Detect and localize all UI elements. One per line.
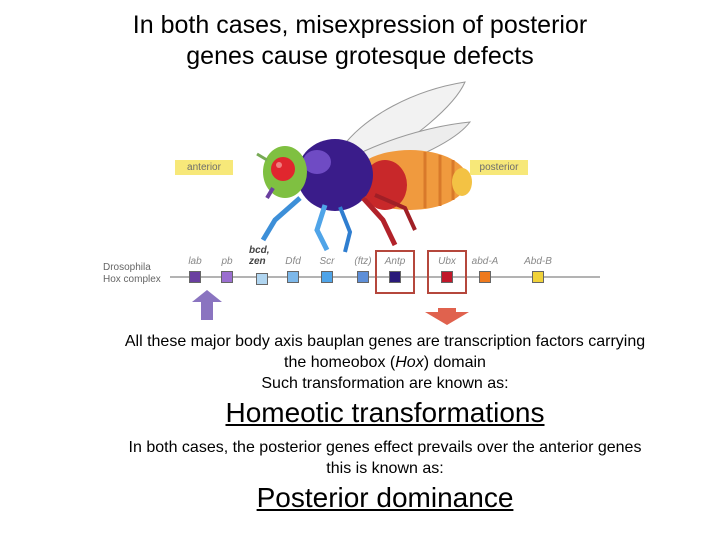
- gene-box-ftz: [357, 271, 369, 283]
- hox-figure: anterior posterior Drosophila Hox comple…: [95, 80, 605, 325]
- hox-term: Hox: [395, 354, 424, 371]
- fly-eye: [271, 157, 295, 181]
- fly-eye-shine: [276, 162, 282, 168]
- posterior-dominance-term: Posterior dominance: [256, 482, 514, 513]
- drosophila-label: Drosophila: [103, 262, 151, 273]
- fly-leg-front: [260, 196, 302, 242]
- description-line-2: the homeobox (Hox) domain: [60, 352, 710, 373]
- gene-box-abd-a: [479, 271, 491, 283]
- fly-antenna: [256, 152, 268, 162]
- gene-box-antp: [389, 271, 401, 283]
- gene-box-abd-b: [532, 271, 544, 283]
- fly-mouthpart: [265, 186, 275, 200]
- gene-label-ubx: Ubx: [438, 256, 456, 267]
- dominance-line-2: this is known as:: [326, 460, 444, 477]
- posterior-label: posterior: [470, 160, 528, 175]
- gene-box-dfd: [287, 271, 299, 283]
- title-line-2: genes cause grotesque defects: [186, 42, 534, 70]
- homeobox-prefix: the homeobox (: [284, 354, 396, 371]
- gene-box-scr: [321, 271, 333, 283]
- fly-leg-hind: [361, 196, 398, 247]
- gene-box-ubx: [441, 271, 453, 283]
- gene-box-lab: [189, 271, 201, 283]
- abdomen-tip: [452, 168, 472, 196]
- dominance-description: In both cases, the posterior genes effec…: [60, 437, 710, 479]
- gene-label-bcd-zen: bcd, zen: [249, 245, 270, 267]
- down-arrow: [425, 308, 469, 325]
- hox-complex-label: Drosophila Hox complex: [103, 262, 161, 286]
- fly-thorax-highlight: [303, 150, 331, 174]
- homeotic-transformations-term: Homeotic transformations: [225, 397, 545, 428]
- gene-box-pb: [221, 271, 233, 283]
- gene-label-ftz: (ftz): [354, 256, 372, 267]
- fly-leg-hind2: [374, 193, 417, 231]
- up-arrow: [192, 290, 222, 320]
- hox-complex-text: Hox complex: [103, 274, 161, 285]
- highlight-box-antp: [375, 250, 415, 294]
- description-block: All these major body axis bauplan genes …: [60, 331, 710, 394]
- anterior-label: anterior: [175, 160, 233, 175]
- fly-thorax: [297, 139, 373, 211]
- gene-label-antp: Antp: [384, 256, 406, 267]
- title-line-1: In both cases, misexpression of posterio…: [132, 11, 588, 39]
- description-line-1: All these major body axis bauplan genes …: [124, 333, 646, 350]
- gene-label-abd-b: Abd-B: [524, 256, 552, 267]
- homeobox-suffix: ) domain: [423, 354, 486, 371]
- highlight-box-ubx: [427, 250, 467, 294]
- dominance-line-1: In both cases, the posterior genes effec…: [128, 439, 642, 456]
- fly-leg-mid: [314, 204, 330, 252]
- abdomen-red: [363, 160, 407, 210]
- slide-title: In both cases, misexpression of posterio…: [60, 10, 660, 72]
- gene-label-pb: pb: [221, 256, 233, 267]
- gene-label-abd-a: abd-A: [471, 256, 499, 267]
- fly-leg-mid2: [338, 206, 353, 253]
- description-line-3: Such transformation are known as:: [261, 375, 509, 392]
- gene-label-lab: lab: [188, 256, 202, 267]
- gene-label-scr: Scr: [319, 256, 335, 267]
- fly-illustration: [170, 81, 600, 325]
- gene-label-dfd: Dfd: [285, 256, 301, 267]
- gene-box-bcd-zen: [256, 273, 268, 285]
